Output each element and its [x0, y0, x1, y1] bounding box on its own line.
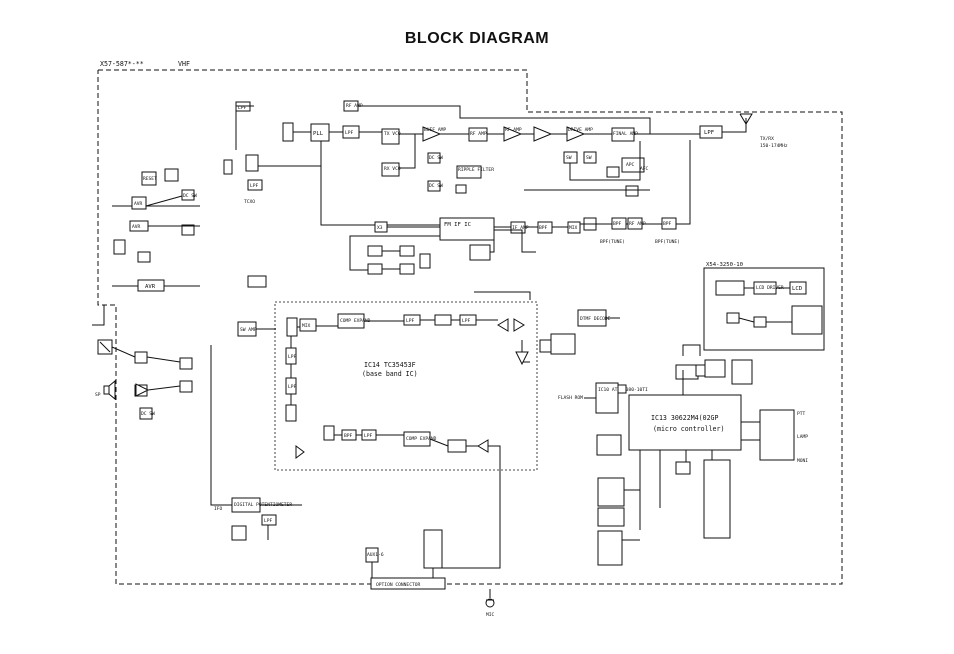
sp-label: SP [95, 392, 101, 398]
cpu-label: IC13 30622M4(02GP [651, 414, 719, 422]
tx-rx-label: TX/RX [760, 136, 774, 142]
option-connector-label: OPTION CONNECTOR [376, 582, 420, 588]
svg-text:DRIVE AMP: DRIVE AMP [568, 127, 593, 133]
svg-text:RF AMP: RF AMP [629, 221, 646, 227]
power-block: RESET AVR DC SW AVR AVR [112, 168, 200, 292]
mic-symbol: MIC [485, 598, 495, 618]
dtmf-block: DTMF DECODE DTMFO [539, 309, 620, 355]
svg-text:DC SW: DC SW [429, 183, 443, 189]
audio-amp-section: SW AMP DC SW SP [92, 275, 276, 420]
svg-text:DC SW: DC SW [429, 155, 443, 161]
page-title: BLOCK DIAGRAM [404, 30, 550, 47]
svg-text:LPF: LPF [238, 105, 247, 111]
svg-text:MIX: MIX [302, 323, 311, 329]
svg-text:RESET: RESET [143, 176, 157, 182]
lcd-unit-label: X54-3250-10 [706, 262, 743, 268]
lcd-driver-label: LCD DRIVER [756, 285, 784, 291]
freq-label: 150-174MHz [760, 143, 788, 149]
tune-label-2: BPF(TUNE) [655, 239, 680, 245]
svg-text:LPF: LPF [704, 130, 715, 136]
svg-text:RIPPLE FILTER: RIPPLE FILTER [458, 167, 494, 173]
svg-text:RF AMP: RF AMP [346, 103, 363, 109]
svg-text:SW AMP: SW AMP [240, 327, 257, 333]
vco-tx-label: TX VCO [384, 131, 401, 137]
lcd-unit: X54-3250-10 LCD DRIVER LCD [703, 262, 825, 351]
tcxo-block: LPF TCXO [223, 154, 263, 205]
lamp-label: LAMP [797, 434, 808, 440]
ifo-label: IFO [214, 506, 223, 512]
svg-text:MIX: MIX [569, 225, 578, 231]
svg-text:SW: SW [566, 155, 572, 161]
moni-label: MONI [797, 458, 808, 464]
baseband-internals: MIX COMP EXPAND LPF LPF LPF LPF BPF LPF … [285, 313, 530, 470]
svg-text:IF AMP: IF AMP [512, 225, 529, 231]
rx-chain: FM IF IC X3 IF AMP BPF MIX BPF RF AMP BP… [349, 140, 691, 300]
svg-text:LPF: LPF [288, 354, 297, 360]
svg-text:AVR: AVR [132, 224, 141, 230]
tx-chain: LPF PLL LPF RF AMP TX VCO RX VCO BUFF AM… [235, 100, 788, 226]
cpu-block: IC13 30622M4(02GP (micro controller) IC1… [558, 344, 808, 530]
svg-text:SW: SW [586, 155, 592, 161]
svg-text:RF AMP: RF AMP [470, 131, 487, 137]
svg-text:LPF: LPF [264, 518, 273, 524]
svg-text:BPF: BPF [539, 225, 548, 231]
cpu-sublabel: (micro controller) [653, 425, 724, 433]
afc-label: AFC [640, 166, 649, 172]
svg-text:RF AMP: RF AMP [505, 127, 522, 133]
unit-label: X57-587*-** [100, 60, 144, 68]
svg-text:X3: X3 [377, 225, 383, 231]
baseband-sublabel: (base band IC) [362, 370, 418, 378]
svg-text:BPF: BPF [613, 221, 622, 227]
baseband-region [274, 301, 538, 471]
svg-text:AUX1-6: AUX1-6 [367, 552, 384, 558]
svg-text:BPF: BPF [344, 433, 353, 439]
svg-text:AVR: AVR [145, 284, 156, 290]
svg-text:LPF: LPF [364, 433, 373, 439]
svg-text:DTMF DECODE: DTMF DECODE [580, 316, 611, 322]
compander-label: COMP EXPAND [340, 318, 371, 324]
svg-text:LPF: LPF [345, 130, 354, 136]
svg-text:FINAL AMP: FINAL AMP [613, 131, 638, 137]
comp-expand-label: COMP EXPAND [406, 436, 437, 442]
tcxo-label: TCXO [244, 199, 255, 205]
band-label: VHF [178, 60, 190, 68]
mic-label: MIC [486, 612, 495, 618]
bottom-section: DIGITAL POTENTIOMETER LPF OPTION CONNECT… [210, 345, 731, 601]
pll-label: PLL [313, 131, 324, 137]
svg-text:LPF: LPF [250, 183, 259, 189]
svg-text:LPF: LPF [288, 384, 297, 390]
fm-ifc-label: FM IF IC [444, 222, 471, 228]
svg-text:DC SW: DC SW [183, 193, 197, 199]
svg-text:LPF: LPF [406, 318, 415, 324]
tune-label-1: BPF(TUNE) [600, 239, 625, 245]
svg-text:AVR: AVR [134, 201, 143, 207]
flash-label: FLASH ROM [558, 395, 583, 401]
svg-text:BUFF AMP: BUFF AMP [424, 127, 446, 133]
svg-text:DC SW: DC SW [141, 411, 155, 417]
lcd-label: LCD [792, 286, 803, 292]
svg-text:BPF: BPF [663, 221, 672, 227]
svg-text:LPF: LPF [462, 318, 471, 324]
baseband-label: IC14 TC35453F [364, 361, 416, 369]
svg-text:APC: APC [626, 162, 635, 168]
vco-rx-label: RX VCO [384, 166, 401, 172]
ptt-label: PTT [797, 411, 806, 417]
